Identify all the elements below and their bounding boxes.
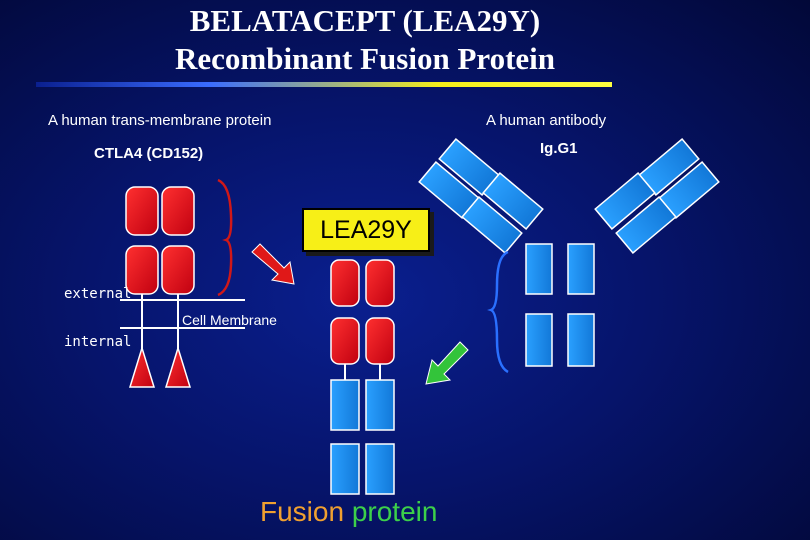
fusion-ctla4-domain <box>330 259 360 307</box>
ctla4-bracket <box>217 178 233 297</box>
fc-domain <box>567 243 595 295</box>
ctla4-label: CTLA4 (CD152) <box>94 145 204 162</box>
fusion-ig-domain <box>365 443 395 495</box>
ctla4-domain <box>161 245 195 295</box>
cell-membrane-label: Cell Membrane <box>182 312 277 328</box>
fc-domain <box>525 243 553 295</box>
fusion-ig-domain <box>365 379 395 431</box>
fab-domain <box>461 195 523 255</box>
fusion-ctla4-domain <box>365 259 395 307</box>
fc-domain <box>525 313 553 367</box>
fab-domain <box>594 171 656 231</box>
fusion-protein <box>330 259 395 495</box>
title-underline <box>36 82 612 87</box>
ctla4-domain <box>125 186 159 236</box>
fusion-ctla4-domain <box>365 317 395 365</box>
ctla4-tail <box>164 345 192 388</box>
title-line-2: Recombinant Fusion Protein <box>174 41 556 76</box>
lea29y-label-box: LEA29Y <box>302 208 430 252</box>
fusion-word: Fusion <box>260 496 345 527</box>
green-arrow-icon <box>425 341 469 385</box>
ctla4-dimer <box>125 186 195 388</box>
ctla4-domain <box>161 186 195 236</box>
fusion-ig-domain <box>330 443 360 495</box>
protein-word: protein <box>351 496 438 527</box>
fusion-protein-label: Fusion protein <box>260 496 437 528</box>
fc-bracket <box>487 250 509 374</box>
fusion-ig-domain <box>330 379 360 431</box>
internal-label: internal <box>64 334 132 350</box>
ctla4-tail <box>128 345 156 388</box>
igg1-antibody <box>418 137 720 367</box>
title-line-1: BELATACEPT (LEA29Y) <box>189 3 541 38</box>
fc-domain <box>567 313 595 367</box>
igg1-label: Ig.G1 <box>540 140 578 157</box>
external-label: external <box>64 286 132 302</box>
fusion-ctla4-domain <box>330 317 360 365</box>
left-heading: A human trans-membrane protein <box>48 112 272 129</box>
fab-domain <box>482 171 544 231</box>
fab-domain <box>615 195 677 255</box>
red-arrow-icon <box>251 243 295 285</box>
right-heading: A human antibody <box>486 112 607 129</box>
